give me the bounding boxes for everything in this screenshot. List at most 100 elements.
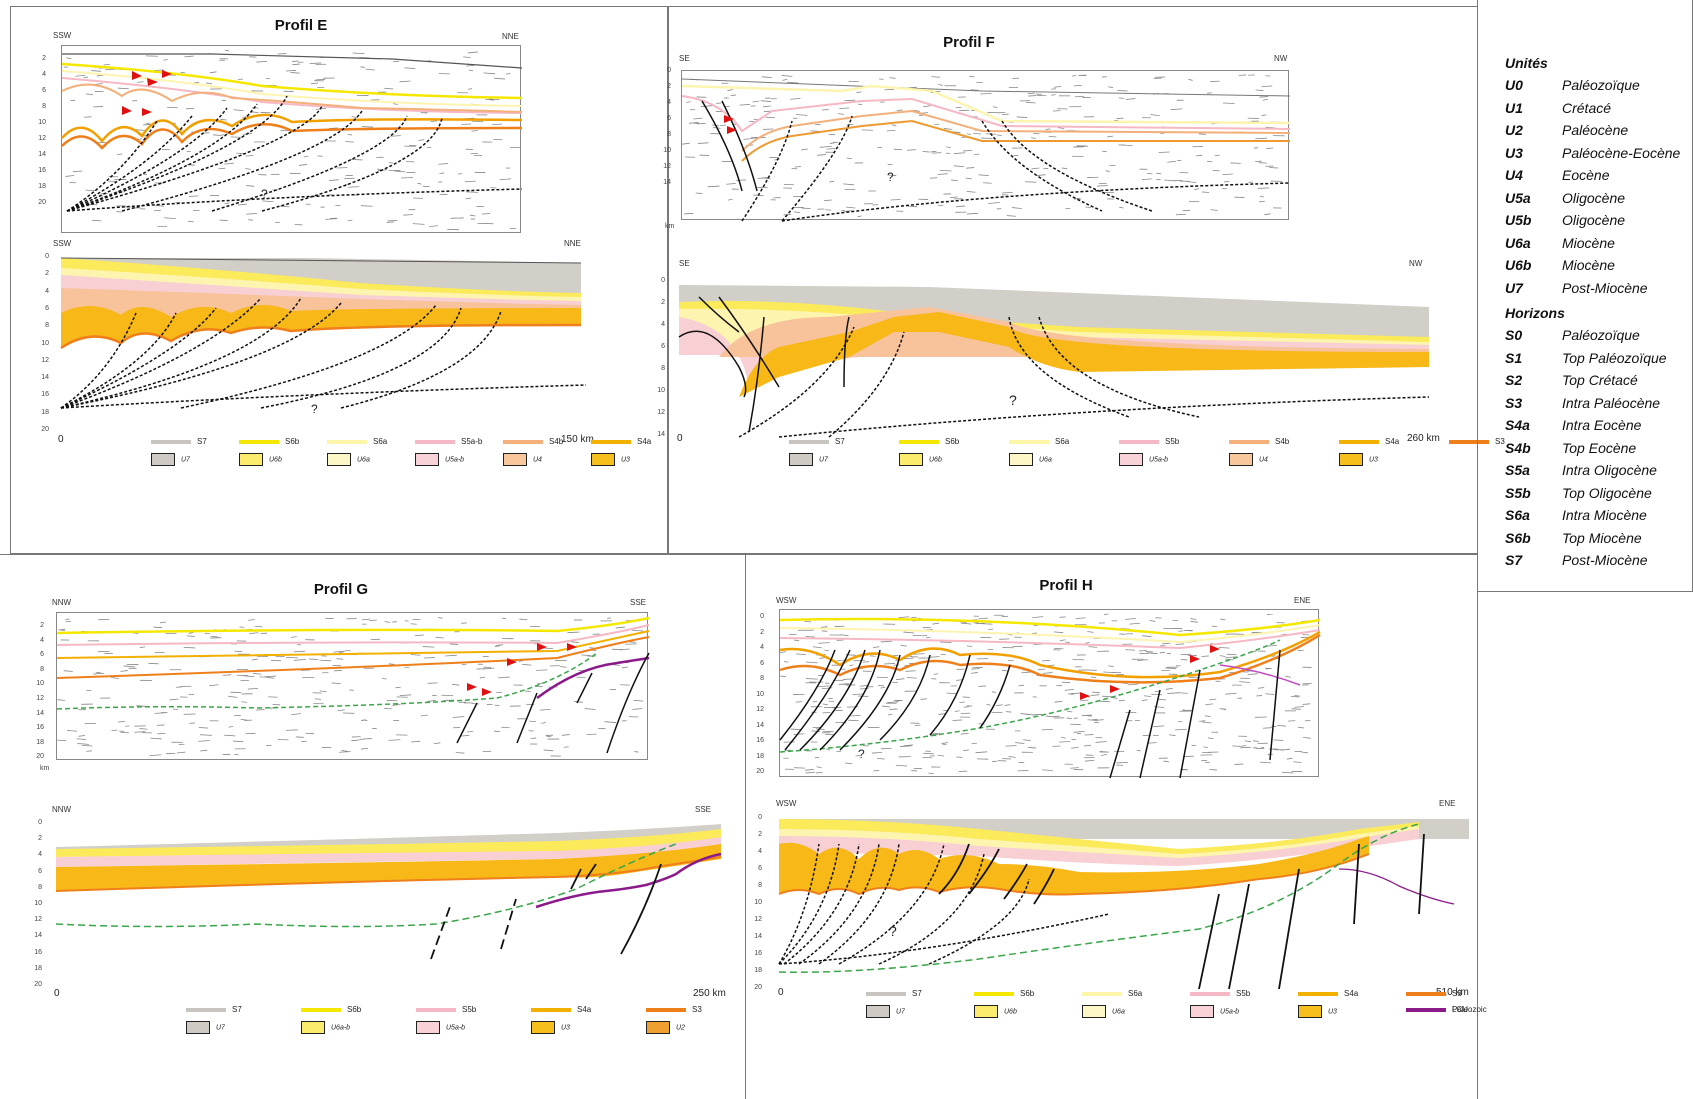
seismic-reflector [937,204,944,207]
legend-label: U6a [357,456,370,464]
seismic-reflector [859,685,868,687]
legend-label: S7 [912,989,922,998]
f-sect-faults-dashed [738,316,1430,438]
seismic-reflector [86,750,92,752]
seismic-reflector [780,651,787,654]
g-sect-s3 [55,856,722,892]
legend-swatch-box [974,1005,998,1018]
seismic-reflector [727,89,733,91]
seismic-reflector [794,639,800,642]
profil-e-title: Profil E [274,17,328,34]
seismic-reflector [804,620,812,623]
depth-tick: 12 [38,135,46,142]
legend-swatch-line [1298,991,1338,996]
seismic-reflector [452,683,460,686]
f-seis-s7 [681,78,1291,97]
seismic-reflector [457,217,464,219]
seismic-reflector [1137,659,1148,662]
g-seis-s0 [536,656,650,700]
seismic-reflector [1059,741,1071,743]
seismic-reflector [345,141,354,143]
depth-tick: 14 [34,932,42,940]
seismic-reflector [1090,676,1097,678]
seismic-reflector [1085,206,1091,208]
seismic-reflector [1073,84,1082,87]
seismic-reflector [615,626,626,629]
row-code: S1 [1505,349,1523,366]
seismic-reflector [1129,622,1141,625]
depth-tick: 2 [667,83,671,90]
g-seis-dir-right: SSE [630,598,647,607]
seismic-reflector [1118,97,1124,99]
seismic-reflector [783,214,792,216]
depth-tick: 12 [754,916,762,923]
seismic-reflector [1142,178,1152,180]
depth-tick: 2 [45,270,49,278]
seismic-reflector [305,732,315,735]
seismic-reflector [1281,771,1294,774]
seismic-reflector [537,682,544,685]
seismic-reflector [123,665,135,668]
seismic-reflector [394,170,406,173]
seismic-reflector [684,213,694,215]
seismic-reflector [75,74,86,77]
seismic-reflector [1120,144,1133,147]
seismic-reflector [93,106,103,108]
row-name: Miocène [1562,257,1615,273]
seismic-reflector [467,51,478,54]
seismic-reflector [76,738,87,740]
h-seismic-noise [780,613,1312,774]
legend-label: U6b [929,456,942,464]
seismic-reflector [1031,137,1036,140]
seismic-reflector [466,191,478,193]
seismic-reflector [848,719,859,722]
seismic-reflector [461,663,467,666]
legend-label: S6b [285,437,300,446]
seismic-reflector [449,643,459,645]
seismic-reflector [996,134,1002,137]
seismic-reflector [188,632,194,634]
seismic-reflector [760,100,772,102]
seismic-reflector [200,734,212,736]
legend-swatch-line [789,439,829,444]
depth-tick: 8 [38,883,42,891]
seismic-reflector [111,677,120,679]
seismic-reflector [468,69,474,72]
depth-tick: 8 [40,665,44,673]
seismic-reflector [793,733,805,735]
row-name: Intra Paléocène [1562,394,1661,411]
seismic-reflector [1259,96,1268,98]
depth-tick: 8 [667,131,671,138]
seismic-reflector [222,674,232,676]
h-seis-paleozoic [1219,664,1301,686]
depth-tick: 10 [34,900,42,907]
legend-swatch-line [301,1007,341,1012]
seismic-reflector [1226,653,1237,656]
seismic-reflector [1214,154,1220,157]
seismic-reflector [267,677,275,679]
legend-swatch-box [416,1021,440,1034]
e-sect-dir-left: SSW [53,239,72,248]
h-section-svg [778,819,1469,990]
seismic-reflector [264,675,276,678]
seismic-reflector [795,114,808,116]
seismic-reflector [360,719,366,722]
legend-item: S3 [1406,989,1462,998]
seismic-reflector [63,670,73,672]
depth-tick: 4 [758,848,762,855]
seismic-reflector [455,752,465,754]
seismic-reflector [1232,745,1241,747]
seismic-reflector [832,706,842,709]
seismic-reflector [1220,618,1226,621]
seismic-reflector [1195,154,1203,157]
seismic-reflector [991,691,997,693]
depth-tick: 18 [38,183,46,190]
seismic-reflector [1297,726,1304,729]
seismic-reflector [686,101,691,103]
seismic-reflector [950,196,958,199]
legend-label: S4a [637,437,652,446]
seismic-reflector [319,690,327,693]
seismic-reflector [492,123,503,126]
